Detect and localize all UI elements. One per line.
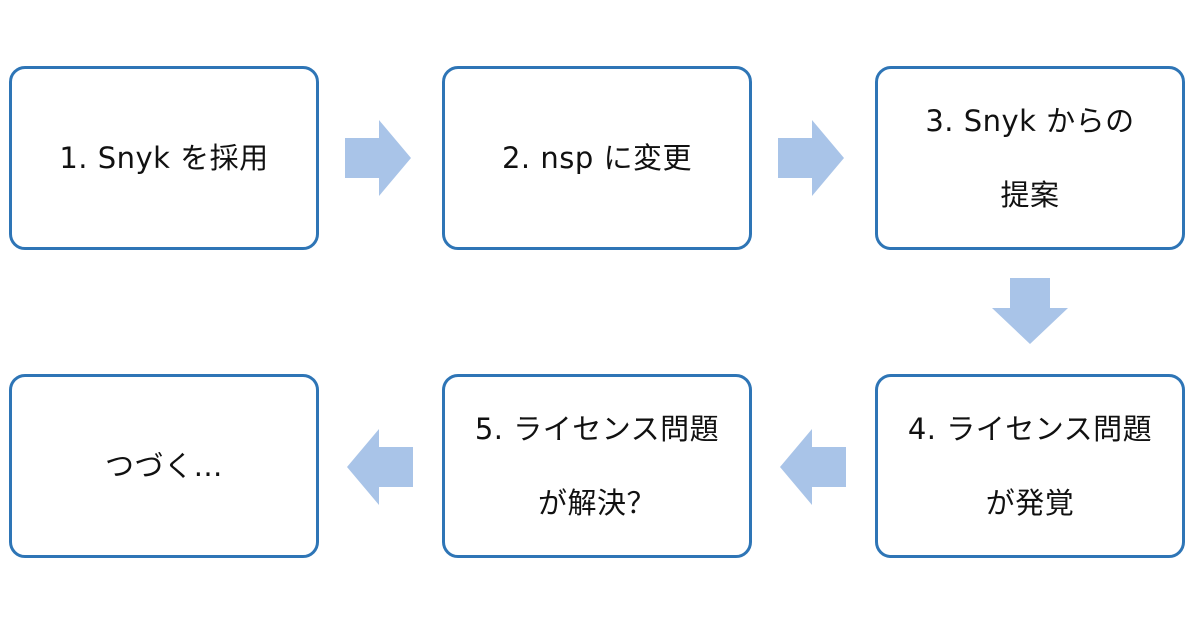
step-3-line-1: 3. Snyk からの: [925, 104, 1135, 138]
step-4-line-1: 4. ライセンス問題: [907, 412, 1153, 446]
step-4-text: 4. ライセンス問題 が発覚: [908, 392, 1152, 540]
step-6-text: つづく…: [105, 440, 223, 492]
step-2-text: 2. nsp に変更: [502, 132, 692, 184]
arrow-right-icon: [345, 120, 411, 196]
step-2-line-1: 2. nsp に変更: [501, 141, 692, 175]
step-3-text: 3. Snyk からの 提案: [925, 84, 1134, 232]
step-4-box: 4. ライセンス問題 が発覚: [875, 374, 1185, 558]
step-6-box: つづく…: [9, 374, 319, 558]
step-2-box: 2. nsp に変更: [442, 66, 752, 250]
step-5-box: 5. ライセンス問題 が解決？: [442, 374, 752, 558]
step-4-line-2: が発覚: [985, 486, 1075, 520]
step-3-box: 3. Snyk からの 提案: [875, 66, 1185, 250]
step-1-text: 1. Snyk を採用: [59, 132, 268, 184]
arrow-right-icon: [778, 120, 844, 196]
step-1-box: 1. Snyk を採用: [9, 66, 319, 250]
step-3-line-2: 提案: [1000, 178, 1060, 212]
step-1-line-1: 1. Snyk を採用: [59, 141, 269, 175]
step-5-line-2: が解決？: [537, 486, 656, 520]
step-6-line-1: つづく…: [104, 449, 223, 483]
arrow-left-icon: [347, 429, 413, 505]
arrow-down-icon: [992, 278, 1068, 344]
arrow-left-icon: [780, 429, 846, 505]
step-5-line-1: 5. ライセンス問題: [474, 412, 720, 446]
step-5-text: 5. ライセンス問題 が解決？: [475, 392, 719, 540]
